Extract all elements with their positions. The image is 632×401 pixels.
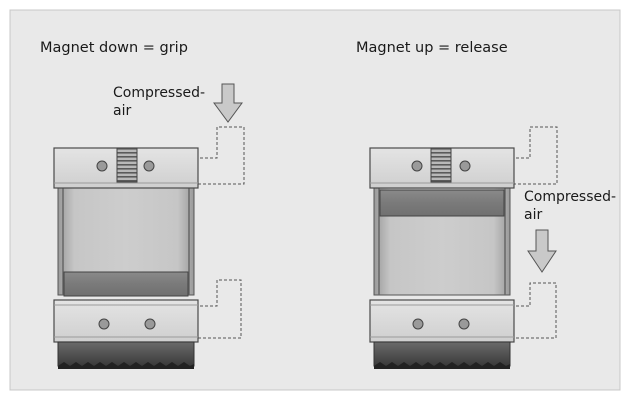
left-title: Magnet down = grip <box>40 40 188 56</box>
left-top-screw-b <box>143 160 155 172</box>
right-thread-bolt <box>430 147 452 183</box>
left-bottom-cap <box>53 299 199 343</box>
left-air-label-line1: Compressed- <box>113 85 205 101</box>
right-assembly: Magnet up = release Compressed- air <box>356 40 616 369</box>
right-bottom-screw-a <box>412 318 424 330</box>
left-bottom-port-dashed <box>180 279 242 339</box>
left-bottom-screw-b <box>144 318 156 330</box>
left-thread-bolt <box>116 147 138 183</box>
right-bottom-port-dashed <box>496 282 557 339</box>
right-air-label-line1: Compressed- <box>524 189 616 205</box>
right-knurl-teeth <box>374 362 510 369</box>
left-top-port-dashed <box>180 126 245 185</box>
right-knurled-base <box>373 341 511 367</box>
left-assembly: Magnet down = grip Compressed- air <box>40 40 245 369</box>
left-piston <box>63 271 189 297</box>
left-knurl-teeth <box>58 362 194 369</box>
right-top-screw-a <box>411 160 423 172</box>
right-title: Magnet up = release <box>356 40 508 56</box>
right-air-label-line2: air <box>524 207 542 223</box>
right-bottom-screw-b <box>458 318 470 330</box>
right-piston <box>379 189 505 217</box>
left-bottom-screw-a <box>98 318 110 330</box>
left-knurled-base <box>57 341 195 367</box>
left-top-screw-a <box>96 160 108 172</box>
left-air-label-line2: air <box>113 103 131 119</box>
right-air-arrow-icon <box>527 229 557 273</box>
right-top-screw-b <box>459 160 471 172</box>
right-bottom-cap <box>369 299 515 343</box>
left-air-arrow-icon <box>213 83 243 123</box>
